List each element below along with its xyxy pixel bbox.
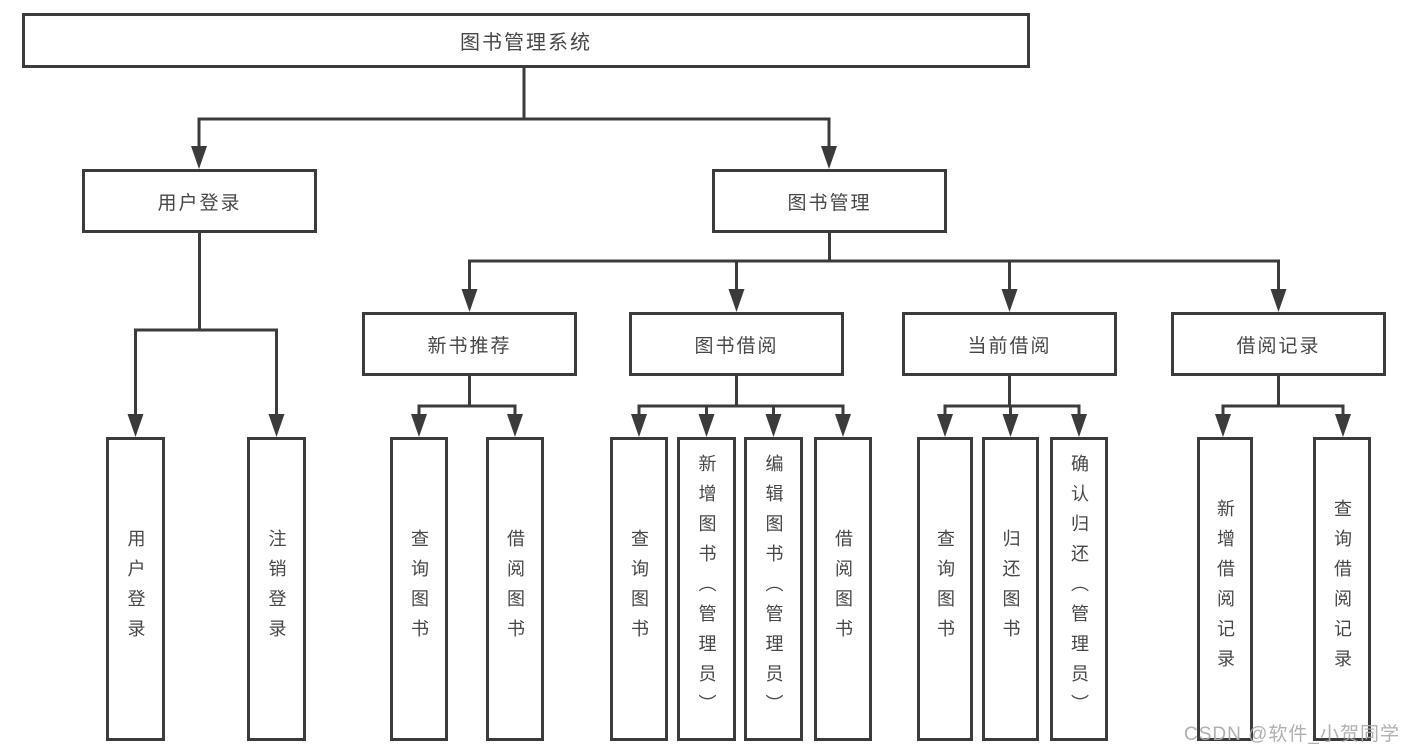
leaf-borrow-edit-books-admin: 编辑图书（管理员） xyxy=(744,437,803,741)
node-book-management: 图书管理 xyxy=(712,169,947,233)
leaf-newbooks-borrow-books: 借阅图书 xyxy=(486,437,544,741)
node-user-login: 用户登录 xyxy=(82,169,317,233)
node-current-borrow: 当前借阅 xyxy=(902,312,1117,376)
leaf-user-login: 用户登录 xyxy=(106,437,165,741)
leaf-records-query-record: 查询借阅记录 xyxy=(1313,437,1371,741)
leaf-current-query-books: 查询图书 xyxy=(917,437,973,741)
leaf-borrow-query-books: 查询图书 xyxy=(610,437,668,741)
node-new-book-recommend: 新书推荐 xyxy=(362,312,577,376)
leaf-newbooks-query-books: 查询图书 xyxy=(390,437,448,741)
leaf-logout-login: 注销登录 xyxy=(247,437,306,741)
node-book-borrow: 图书借阅 xyxy=(629,312,844,376)
node-root: 图书管理系统 xyxy=(22,13,1030,68)
node-borrow-records: 借阅记录 xyxy=(1171,312,1386,376)
leaf-borrow-add-books-admin: 新增图书（管理员） xyxy=(677,437,736,741)
watermark-text: CSDN @软件_小贺同学 xyxy=(1184,724,1400,745)
leaf-records-add-record: 新增借阅记录 xyxy=(1197,437,1253,741)
leaf-borrow-borrow-books: 借阅图书 xyxy=(814,437,872,741)
leaf-current-confirm-return-admin: 确认归还（管理员） xyxy=(1050,437,1108,741)
arrowheads xyxy=(127,146,1351,437)
leaf-current-return-books: 归还图书 xyxy=(982,437,1039,741)
